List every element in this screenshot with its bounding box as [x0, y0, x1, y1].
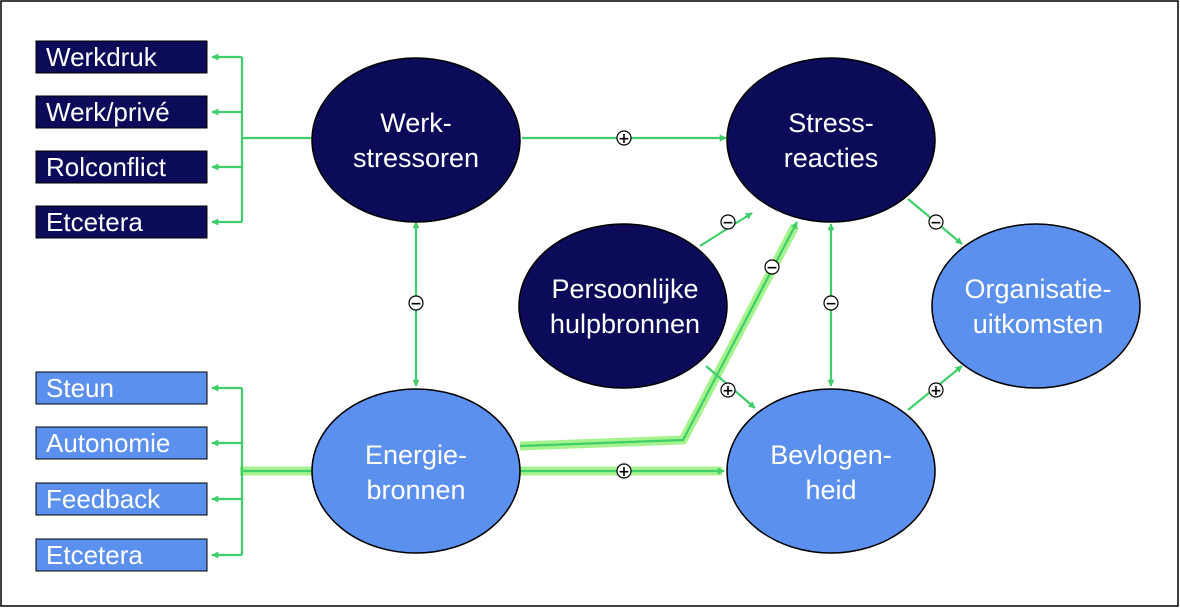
svg-text:+: +	[930, 383, 942, 399]
svg-text:−: −	[722, 215, 734, 231]
box-werk-prive-label: Werk/privé	[46, 97, 170, 127]
node-stressreacties-line1: Stress-	[788, 108, 874, 138]
resource-boxes: Steun Autonomie Feedback Etcetera	[35, 371, 208, 572]
box-etcetera-stressor	[35, 205, 208, 239]
box-feedback	[35, 482, 208, 516]
node-bevlogenheid: Bevlogen- heid	[726, 388, 936, 554]
svg-text:−: −	[825, 296, 837, 312]
box-etcetera-resource	[35, 538, 208, 572]
node-bevlogenheid-line2: heid	[805, 475, 856, 505]
node-werkstressoren: Werk- stressoren	[311, 57, 521, 223]
node-energiebronnen-line1: Energie-	[365, 440, 467, 470]
box-etcetera-resource-label: Etcetera	[46, 540, 143, 570]
node-hulpbronnen-line2: hulpbronnen	[550, 309, 700, 339]
sign-energie-to-reacties: −	[764, 259, 780, 276]
svg-text:+: +	[722, 383, 734, 399]
svg-text:+: +	[618, 464, 630, 480]
node-werkstressoren-line1: Werk-	[380, 108, 452, 138]
svg-text:−: −	[410, 296, 422, 312]
node-hulpbronnen-line1: Persoonlijke	[551, 274, 698, 304]
box-feedback-label: Feedback	[46, 484, 161, 514]
stressor-boxes: Werkdruk Werk/privé Rolconflict Etcetera	[35, 40, 208, 239]
node-persoonlijke-hulpbronnen: Persoonlijke hulpbronnen	[518, 223, 728, 389]
svg-text:+: +	[618, 131, 630, 147]
node-bevlogenheid-line1: Bevlogen-	[770, 440, 892, 470]
sign-bevlogenheid-to-uitkomsten: +	[928, 382, 944, 399]
sign-hulpbronnen-to-bevlogenheid: +	[720, 382, 736, 399]
sign-markers: + − − − − − + +	[408, 130, 944, 480]
nodes: Werk- stressoren Stress- reacties Persoo…	[311, 57, 1141, 554]
sign-hulpbronnen-to-reacties: −	[720, 214, 736, 231]
box-autonomie	[35, 426, 208, 460]
node-uitkomsten-line1: Organisatie-	[964, 274, 1111, 304]
sign-energie-to-bevlogenheid: +	[616, 463, 632, 480]
arrow-energie-to-reacties	[519, 221, 798, 448]
svg-text:−: −	[766, 260, 778, 276]
box-rolconflict-label: Rolconflict	[46, 152, 167, 182]
box-werkdruk	[35, 40, 208, 74]
box-autonomie-label: Autonomie	[46, 428, 170, 458]
sign-reacties-to-uitkomsten: −	[928, 214, 944, 231]
box-rolconflict	[35, 150, 208, 184]
node-organisatieuitkomsten: Organisatie- uitkomsten	[931, 223, 1141, 389]
box-steun-label: Steun	[46, 373, 114, 403]
svg-text:−: −	[930, 215, 942, 231]
box-werkdruk-label: Werkdruk	[46, 42, 158, 72]
arrow-hulpbronnen-to-reacties	[699, 212, 753, 247]
box-steun	[35, 371, 208, 405]
box-werk-prive	[35, 95, 208, 129]
node-stressreacties: Stress- reacties	[726, 57, 936, 223]
sign-stressoren-energie: −	[408, 295, 424, 312]
node-stressreacties-line2: reacties	[784, 143, 879, 173]
sign-reacties-bevlogenheid: −	[823, 295, 839, 312]
box-etcetera-stressor-label: Etcetera	[46, 207, 143, 237]
sign-stressoren-to-reacties: +	[616, 130, 632, 147]
node-werkstressoren-line2: stressoren	[353, 143, 479, 173]
node-energiebronnen: Energie- bronnen	[311, 388, 521, 554]
node-uitkomsten-line2: uitkomsten	[973, 309, 1104, 339]
node-energiebronnen-line2: bronnen	[366, 475, 465, 505]
